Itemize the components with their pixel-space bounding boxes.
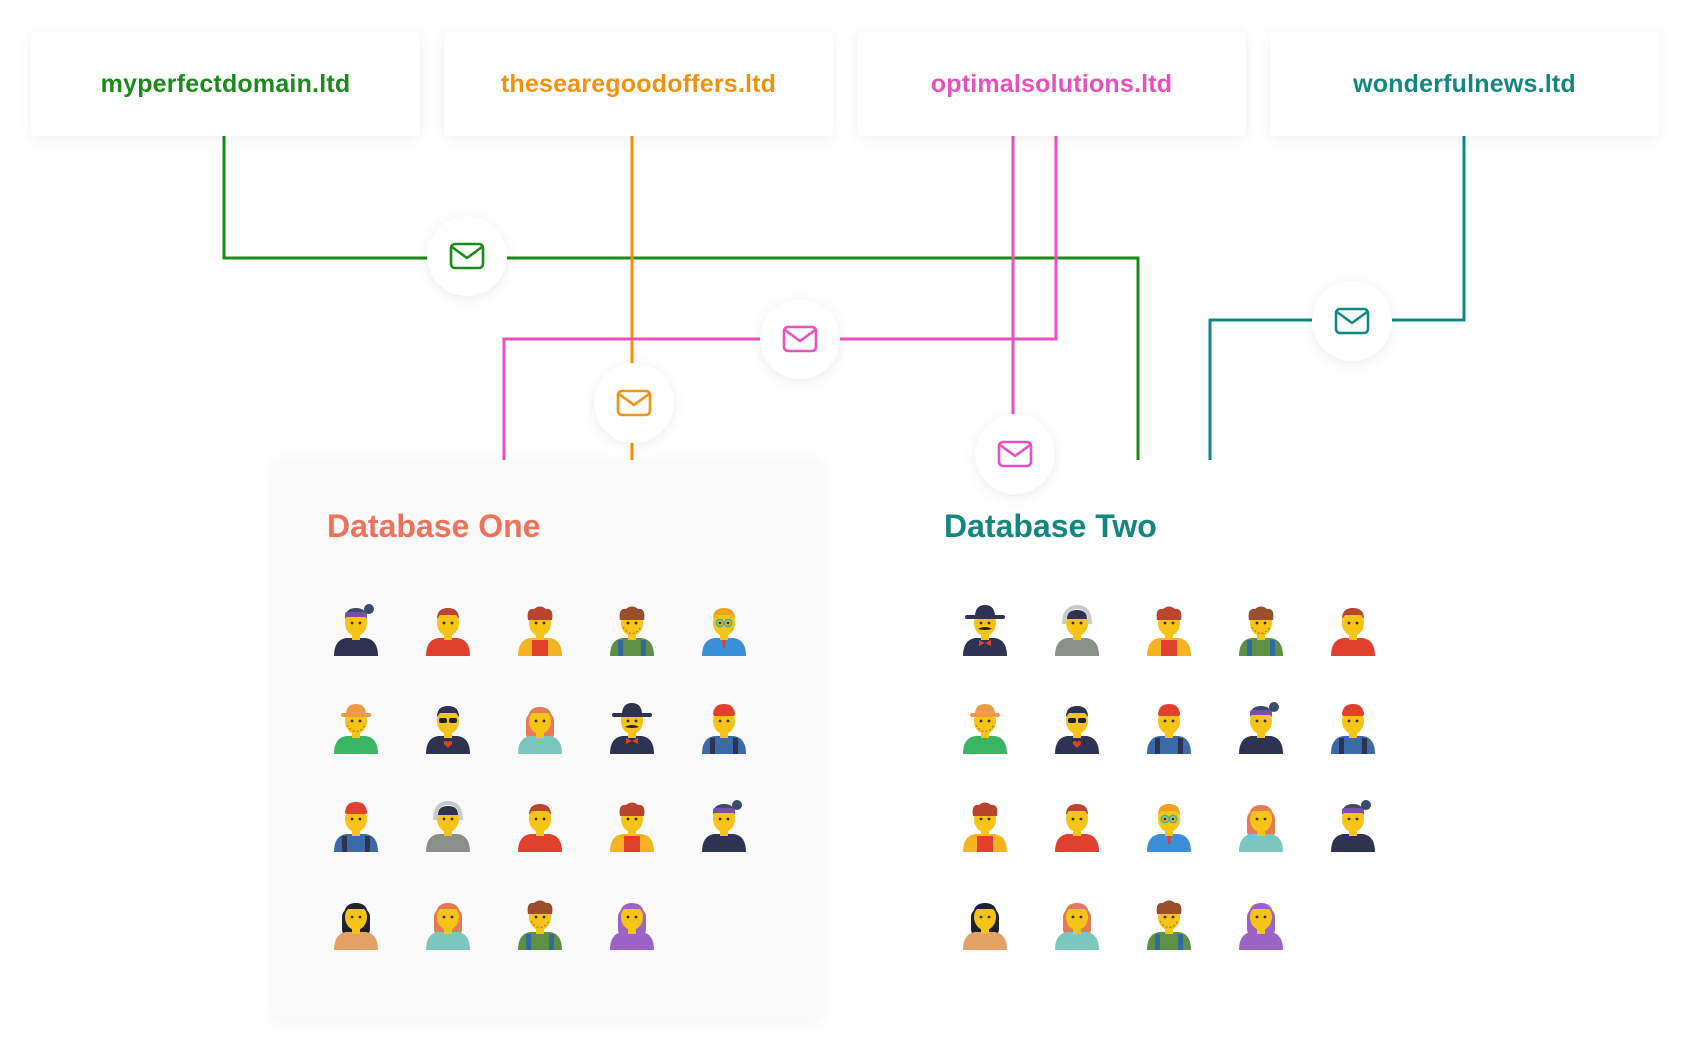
domain-label: optimalsolutions.ltd xyxy=(930,69,1173,98)
woman-purple-hair-avatar-icon xyxy=(610,903,654,950)
man-sunglasses-avatar-icon xyxy=(426,706,470,754)
domain-label: myperfectdomain.ltd xyxy=(100,69,351,98)
redhead-woman-doctor-avatar-icon xyxy=(518,707,562,754)
mail-icon xyxy=(997,440,1033,468)
farmer-hat-avatar-icon xyxy=(334,704,378,754)
astronaut-helmet-avatar-icon xyxy=(426,800,470,852)
explorer-purple-hair-avatar-icon xyxy=(334,604,378,656)
domain-card-thesearegoodoffers: thesearegoodoffers.ltd xyxy=(444,32,833,136)
mail-badge-teal xyxy=(1312,281,1392,361)
mail-badge-orange xyxy=(594,363,674,443)
explorer-purple-hair-avatar-icon xyxy=(1239,702,1283,754)
redhead-woman-doctor-avatar-icon xyxy=(426,903,470,950)
database-two-title: Database Two xyxy=(944,508,1157,544)
mail-badge-pink-vertical xyxy=(975,414,1055,494)
hiker-green-backpack-avatar-icon xyxy=(518,900,562,950)
redhead-woman-doctor-avatar-icon xyxy=(1055,903,1099,950)
hiker-green-backpack-avatar-icon xyxy=(1147,900,1191,950)
pilot-red-cap-avatar-icon xyxy=(1331,704,1375,754)
astronaut-helmet-avatar-icon xyxy=(1055,604,1099,656)
man-sunglasses-avatar-icon xyxy=(1055,706,1099,754)
woman-purple-hair-avatar-icon xyxy=(1239,903,1283,950)
pilot-red-cap-avatar-icon xyxy=(1147,704,1191,754)
explorer-purple-hair-avatar-icon xyxy=(1331,800,1375,852)
explorer-purple-hair-avatar-icon xyxy=(702,800,746,852)
redhead-woman-doctor-avatar-icon xyxy=(1239,805,1283,852)
database-one-avatar-grid xyxy=(328,600,752,950)
cowboy-mustache-avatar-icon xyxy=(963,605,1007,656)
curly-man-red-tank-avatar-icon xyxy=(610,802,654,852)
curly-man-red-tank-avatar-icon xyxy=(963,802,1007,852)
teacher-glasses-avatar-icon xyxy=(702,608,746,656)
domain-label: wonderfulnews.ltd xyxy=(1353,69,1576,98)
database-one-title: Database One xyxy=(327,508,541,544)
line-optimalsolutions-to-database-one xyxy=(502,136,1058,460)
man-red-shirt-avatar-icon xyxy=(518,804,562,852)
farmer-hat-avatar-icon xyxy=(963,704,1007,754)
woman-black-hair-avatar-icon xyxy=(334,903,378,950)
woman-black-hair-avatar-icon xyxy=(963,903,1007,950)
mail-icon xyxy=(1334,307,1370,335)
mail-icon xyxy=(449,242,485,270)
domain-card-optimalsolutions: optimalsolutions.ltd xyxy=(857,32,1246,136)
domain-label: thesearegoodoffers.ltd xyxy=(500,69,777,98)
pilot-red-cap-avatar-icon xyxy=(702,704,746,754)
man-red-shirt-avatar-icon xyxy=(1055,804,1099,852)
pilot-red-cap-avatar-icon xyxy=(334,802,378,852)
line-myperfectdomain-to-database-two xyxy=(222,136,1140,460)
domain-card-myperfectdomain: myperfectdomain.ltd xyxy=(31,32,420,136)
mail-badge-pink-horizontal xyxy=(760,299,840,379)
curly-man-red-tank-avatar-icon xyxy=(518,606,562,656)
hiker-green-backpack-avatar-icon xyxy=(1239,606,1283,656)
domain-card-wonderfulnews: wonderfulnews.ltd xyxy=(1270,32,1659,136)
mail-badge-green xyxy=(427,216,507,296)
mail-icon xyxy=(616,389,652,417)
mail-icon xyxy=(782,325,818,353)
man-red-shirt-avatar-icon xyxy=(426,608,470,656)
database-two-avatar-grid xyxy=(957,600,1381,950)
teacher-glasses-avatar-icon xyxy=(1147,804,1191,852)
curly-man-red-tank-avatar-icon xyxy=(1147,606,1191,656)
hiker-green-backpack-avatar-icon xyxy=(610,606,654,656)
cowboy-mustache-avatar-icon xyxy=(610,703,654,754)
man-red-shirt-avatar-icon xyxy=(1331,608,1375,656)
